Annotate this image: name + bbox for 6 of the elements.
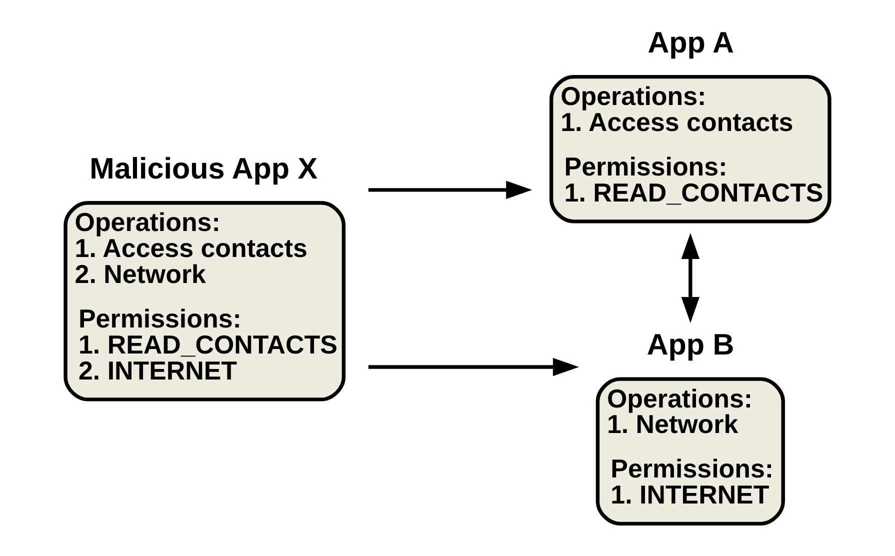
node-label: App B xyxy=(646,328,734,362)
node-label: Malicious App X xyxy=(90,152,318,186)
node-label: App A xyxy=(648,26,734,60)
arrow xyxy=(368,180,532,200)
arrow xyxy=(681,232,700,323)
arrow xyxy=(368,358,579,376)
